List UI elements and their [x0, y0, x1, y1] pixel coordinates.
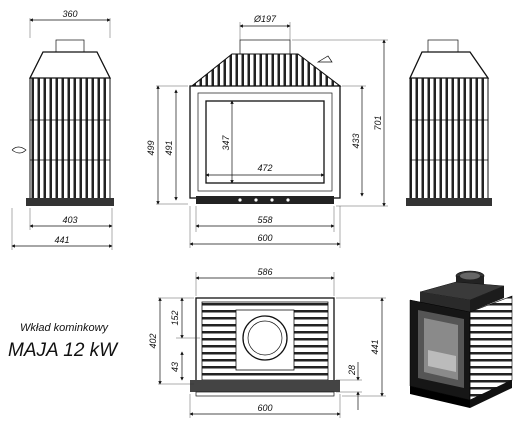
left-side-view: 360 403 441 [11, 9, 114, 250]
damper-lever [316, 55, 333, 63]
door-frame [197, 92, 333, 192]
dim-28: 28 [347, 365, 357, 376]
dim-586: 586 [257, 267, 272, 277]
dim-402: 402 [148, 333, 158, 348]
top-flue-circle [242, 315, 288, 361]
dim-152: 152 [170, 310, 180, 325]
top-front-edge [190, 380, 340, 392]
front-frame [189, 85, 341, 199]
right-fin-panel [409, 77, 489, 201]
product-3d-render [409, 270, 513, 408]
right-side-view [406, 39, 492, 206]
dim-600-top: 600 [257, 403, 272, 413]
right-flue-collar [427, 39, 459, 53]
right-base [406, 198, 492, 206]
front-hood-fins [190, 53, 342, 87]
front-view: Ø197 499 491 347 472 433 701 558 [146, 14, 388, 248]
glass-opening [205, 100, 325, 184]
dim-472: 472 [257, 163, 272, 173]
left-hood [28, 51, 112, 79]
left-handle [11, 146, 27, 154]
dim-558: 558 [257, 215, 272, 225]
front-flue-collar [239, 39, 291, 55]
left-base [26, 198, 114, 206]
left-flue-collar [55, 39, 85, 53]
dim-600-front: 600 [257, 233, 272, 243]
dim-403: 403 [62, 215, 77, 225]
dim-347: 347 [221, 135, 231, 151]
dim-441: 441 [54, 235, 69, 245]
dim-491: 491 [164, 140, 174, 155]
dim-diameter: Ø197 [253, 14, 277, 24]
left-fin-panel [29, 77, 111, 201]
right-hood [408, 51, 490, 79]
dim-360: 360 [62, 9, 77, 19]
dim-43: 43 [170, 362, 180, 372]
dim-433: 433 [351, 133, 361, 148]
dim-701: 701 [373, 115, 383, 130]
caption-model-name: MAJA 12 kW [8, 340, 118, 361]
dim-499: 499 [146, 140, 156, 155]
caption-product-type: Wkład kominkowy [20, 322, 109, 334]
dim-441-top: 441 [370, 339, 380, 354]
top-view: 586 402 152 43 28 441 600 [148, 267, 386, 418]
front-base-vents [196, 196, 334, 204]
